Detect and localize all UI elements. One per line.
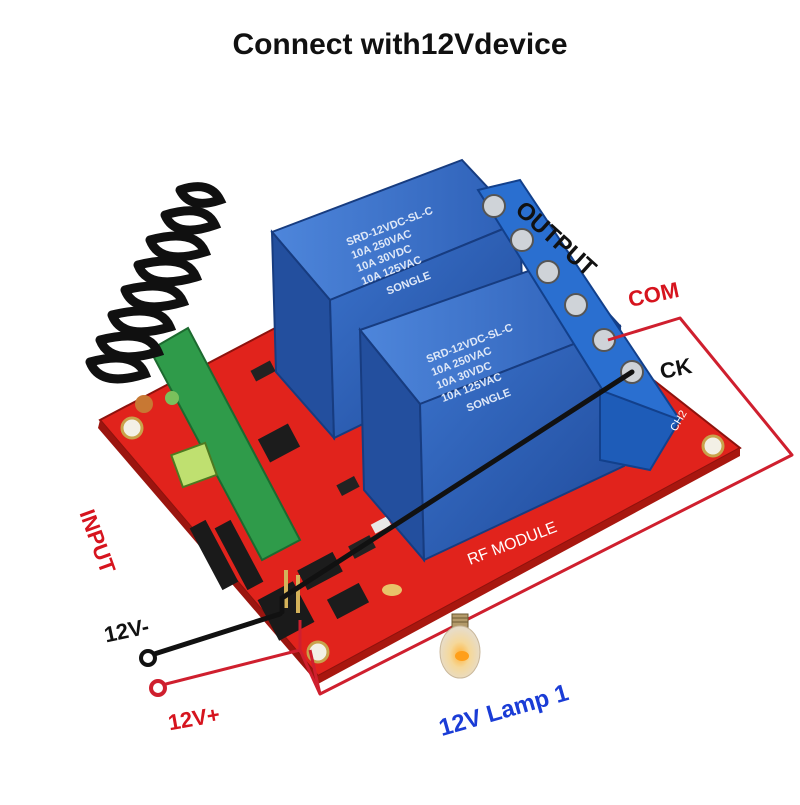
rf-inductor — [165, 391, 179, 405]
lamp-bulb-icon — [439, 613, 481, 679]
terminal-12v-plus — [149, 679, 167, 697]
antenna-coil — [85, 182, 227, 384]
pcb-board-edge-right — [318, 448, 740, 684]
page-title: Connect with12Vdevice — [232, 28, 568, 61]
rf-receiver-module — [148, 326, 302, 562]
terminal-screws — [482, 194, 644, 384]
rf-coil — [135, 395, 153, 413]
wire-red-loop — [157, 316, 794, 696]
mount-hole — [120, 416, 144, 440]
rf-trimmer — [169, 441, 219, 489]
mount-hole — [701, 434, 725, 458]
terminal-12v-minus — [139, 649, 157, 667]
wire-black-12v-minus — [145, 369, 635, 659]
